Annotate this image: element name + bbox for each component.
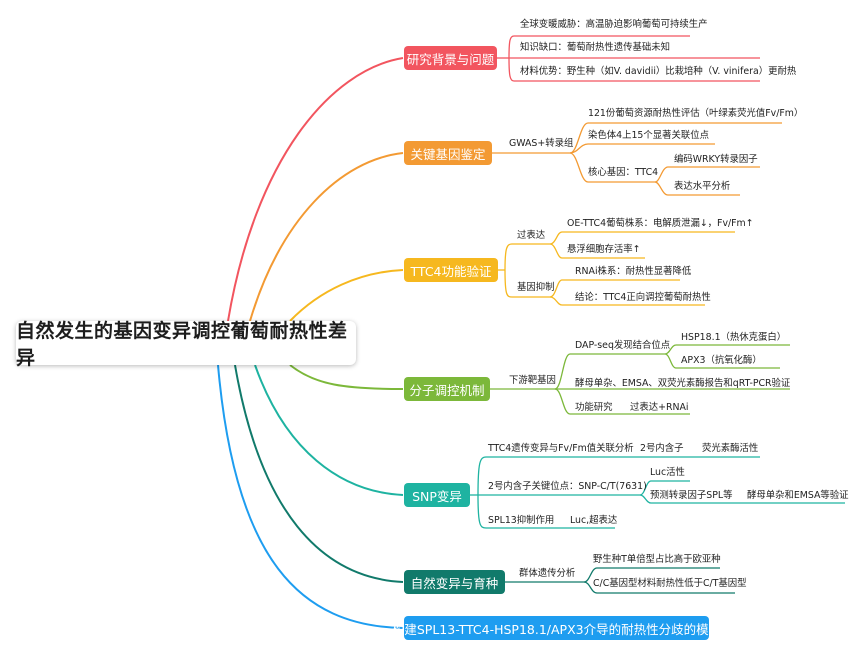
leaf-b1-3[interactable]: 材料优势：野生种（如V. davidii）比栽培种（V. vinifera）更耐… [520,66,797,77]
leaf-b3-4[interactable]: 结论：TTC4正向调控葡萄耐热性 [575,292,711,303]
b5-connectors [470,456,845,529]
leaf-b1-2[interactable]: 知识缺口：葡萄耐热性遗传基础未知 [520,42,671,53]
subtopic-population-genetics[interactable]: 群体遗传分析 [519,568,576,579]
b6-connectors [505,567,735,594]
leaf-b5-2[interactable]: 2号内含子 [640,443,684,454]
leaf-b3-2[interactable]: 悬浮细胞存活率↑ [567,244,641,255]
b4-connectors [490,344,790,415]
leaf-b5-1[interactable]: TTC4遗传变异与Fv/Fm值关联分析 [488,443,634,454]
leaf-b4-6[interactable]: 过表达+RNAi [630,402,689,413]
category-ttc4-validation[interactable]: TTC4功能验证 [404,258,498,282]
leaf-b5-6[interactable]: 预测转录因子SPL等 [650,490,733,501]
curve-b4 [289,364,404,390]
subtopic-overexpression[interactable]: 过表达 [517,230,546,241]
curve-b1 [227,57,404,322]
leaf-b5-5[interactable]: Luc活性 [650,467,685,478]
b2-connectors [492,122,782,196]
leaf-b2-5[interactable]: 表达水平分析 [674,181,731,192]
leaf-b2-1[interactable]: 121份葡萄资源耐热性评估（叶绿素荧光值Fv/Fm） [588,108,804,119]
b1-connectors [497,35,760,82]
category-natural-variation-breeding[interactable]: 自然变异与育种 [404,570,505,594]
b3-connectors [498,231,735,306]
root-topic[interactable]: 自然发生的基因变异调控葡萄耐热性差异 [16,320,356,369]
leaf-b4-1[interactable]: DAP-seq发现结合位点 [575,340,671,351]
leaf-b3-1[interactable]: OE-TTC4葡萄株系：电解质泄漏↓，Fv/Fm↑ [567,218,754,229]
category-snp-variation[interactable]: SNP变异 [404,483,470,507]
subtopic-downstream-targets[interactable]: 下游靶基因 [509,375,556,386]
category-research-background[interactable]: 研究背景与问题 [404,46,497,70]
curve-b5 [254,364,404,496]
leaf-b3-3[interactable]: RNAi株系：耐热性显著降低 [575,266,692,277]
category-key-gene[interactable]: 关键基因鉴定 [404,141,492,165]
category-molecular-mechanism[interactable]: 分子调控机制 [404,377,490,401]
curve-b2 [249,152,404,322]
category-model-construction[interactable]: 构建SPL13-TTC4-HSP18.1/APX3介导的耐热性分歧的模型 [392,616,721,640]
leaf-b5-4[interactable]: 2号内含子关键位点：SNP-C/T(7631) [488,481,647,492]
leaf-b1-1[interactable]: 全球变暖威胁：高温胁迫影响葡萄可持续生产 [520,19,708,30]
curve-b7 [217,364,404,629]
leaf-b5-8[interactable]: SPL13抑制作用 [488,515,555,526]
subtopic-gene-suppression[interactable]: 基因抑制 [517,282,555,293]
leaf-b2-2[interactable]: 染色体4上15个显著关联位点 [588,130,710,141]
leaf-b2-4[interactable]: 编码WRKY转录因子 [674,154,758,165]
leaf-b5-3[interactable]: 荧光素酶活性 [702,443,759,454]
leaf-b4-5[interactable]: 功能研究 [575,402,613,413]
leaf-b6-1[interactable]: 野生种T单倍型占比高于欧亚种 [593,554,721,565]
leaf-b4-4[interactable]: 酵母单杂、EMSA、双荧光素酶报告和qRT-PCR验证 [575,378,791,389]
leaf-b6-2[interactable]: C/C基因型材料耐热性低于C/T基因型 [593,578,747,589]
leaf-b4-3[interactable]: APX3（抗氧化酶） [681,355,762,366]
leaf-b4-2[interactable]: HSP18.1（热休克蛋白） [681,332,787,343]
curve-b3 [289,269,404,322]
root-curves [217,57,404,629]
leaf-b5-7[interactable]: 酵母单杂和EMSA等验证 [747,490,849,501]
subtopic-gwas[interactable]: GWAS+转录组 [509,138,574,149]
leaf-b5-9[interactable]: Luc,超表达 [570,515,618,526]
leaf-b2-3[interactable]: 核心基因：TTC4 [588,167,659,178]
curve-b6 [234,364,404,583]
